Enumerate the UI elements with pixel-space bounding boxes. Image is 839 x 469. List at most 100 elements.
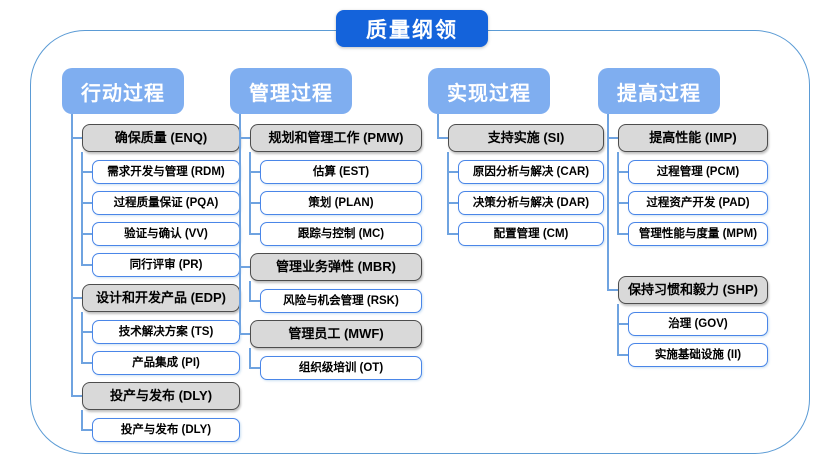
- topic-group: 规划和管理工作 (PMW)估算 (EST)策划 (PLAN)跟踪与控制 (MC): [239, 124, 422, 246]
- sub-topic: 过程管理 (PCM): [628, 160, 768, 184]
- connector-tick: [239, 266, 250, 268]
- branch-level-2: 过程管理 (PCM) 过程资产开发 (PAD) 管理性能与度量 (MPM): [617, 152, 768, 246]
- subtopic-row: 治理 (GOV): [617, 312, 768, 336]
- process-column-4: 提高过程提高性能 (IMP)过程管理 (PCM)过程资产开发 (PAD)管理性能…: [598, 68, 768, 367]
- sub-topic: 配置管理 (CM): [458, 222, 604, 246]
- connector-line: [81, 152, 83, 265]
- topic-row: 设计和开发产品 (EDP): [71, 284, 240, 312]
- sub-topic: 风险与机会管理 (RSK): [260, 289, 422, 313]
- branch-level-2: 治理 (GOV) 实施基础设施 (II): [617, 304, 768, 367]
- branch-level-1: 规划和管理工作 (PMW)估算 (EST)策划 (PLAN)跟踪与控制 (MC)…: [239, 114, 422, 380]
- subtopic-row: 原因分析与解决 (CAR): [447, 160, 604, 184]
- group-topic: 确保质量 (ENQ): [82, 124, 240, 152]
- connector-tick: [617, 202, 628, 204]
- topic-group: 管理员工 (MWF) 组织级培训 (OT): [239, 320, 422, 380]
- sub-topic: 实施基础设施 (II): [628, 343, 768, 367]
- subtopic-row: 投产与发布 (DLY): [81, 418, 240, 442]
- sub-topic: 原因分析与解决 (CAR): [458, 160, 604, 184]
- subtopic-row: 配置管理 (CM): [447, 222, 604, 246]
- connector-tick: [81, 202, 92, 204]
- sub-topic: 管理性能与度量 (MPM): [628, 222, 768, 246]
- group-topic: 规划和管理工作 (PMW): [250, 124, 422, 152]
- topic-row: 支持实施 (SI): [437, 124, 604, 152]
- connector-line: [617, 152, 619, 234]
- branch-level-1: 提高性能 (IMP)过程管理 (PCM)过程资产开发 (PAD)管理性能与度量 …: [607, 114, 768, 367]
- branch-level-2: 投产与发布 (DLY): [81, 410, 240, 442]
- sub-topic: 治理 (GOV): [628, 312, 768, 336]
- branch-level-1: 支持实施 (SI) 原因分析与解决 (CAR) 决策分析与解决 (DAR) 配置管理 …: [437, 114, 604, 246]
- connector-line: [249, 152, 251, 234]
- connector-tick: [437, 137, 448, 139]
- connector-tick: [81, 233, 92, 235]
- group-topic: 投产与发布 (DLY): [82, 382, 240, 410]
- subtopic-row: 过程资产开发 (PAD): [617, 191, 768, 215]
- connector-tick: [81, 362, 92, 364]
- subtopic-row: 同行评审 (PR): [81, 253, 240, 277]
- topic-group: 投产与发布 (DLY) 投产与发布 (DLY): [71, 382, 240, 442]
- branch-level-2: 需求开发与管理 (RDM) 过程质量保证 (PQA) 验证与确认 (VV) 同行评审 …: [81, 152, 240, 277]
- subtopic-row: 技术解决方案 (TS): [81, 320, 240, 344]
- branch-level-2: 估算 (EST)策划 (PLAN)跟踪与控制 (MC): [249, 152, 422, 246]
- topic-row: 保持习惯和毅力 (SHP): [607, 276, 768, 304]
- connector-line: [437, 114, 439, 138]
- connector-tick: [607, 289, 618, 291]
- topic-row: 管理业务弹性 (MBR): [239, 253, 422, 281]
- sub-topic: 验证与确认 (VV): [92, 222, 240, 246]
- connector-line: [239, 114, 241, 334]
- sub-topic: 投产与发布 (DLY): [92, 418, 240, 442]
- connector-tick: [81, 331, 92, 333]
- connector-tick: [239, 333, 250, 335]
- subtopic-row: 实施基础设施 (II): [617, 343, 768, 367]
- topic-group: 管理业务弹性 (MBR) 风险与机会管理 (RSK): [239, 253, 422, 313]
- subtopic-row: 验证与确认 (VV): [81, 222, 240, 246]
- subtopic-row: 决策分析与解决 (DAR): [447, 191, 604, 215]
- connector-tick: [81, 171, 92, 173]
- sub-topic: 过程质量保证 (PQA): [92, 191, 240, 215]
- connector-tick: [447, 233, 458, 235]
- connector-line: [617, 304, 619, 355]
- subtopic-row: 策划 (PLAN): [249, 191, 422, 215]
- connector-tick: [81, 429, 92, 431]
- branch-level-2: 原因分析与解决 (CAR) 决策分析与解决 (DAR) 配置管理 (CM): [447, 152, 604, 246]
- connector-tick: [617, 323, 628, 325]
- connector-tick: [617, 171, 628, 173]
- sub-topic: 需求开发与管理 (RDM): [92, 160, 240, 184]
- topic-group: 确保质量 (ENQ) 需求开发与管理 (RDM) 过程质量保证 (PQA) 验证与确认…: [71, 124, 240, 277]
- connector-tick: [239, 137, 250, 139]
- column-header-4: 提高过程: [598, 68, 720, 114]
- subtopic-row: 需求开发与管理 (RDM): [81, 160, 240, 184]
- subtopic-row: 跟踪与控制 (MC): [249, 222, 422, 246]
- connector-line: [81, 410, 83, 430]
- connector-line: [607, 114, 609, 290]
- subtopic-row: 组织级培训 (OT): [249, 356, 422, 380]
- subtopic-row: 风险与机会管理 (RSK): [249, 289, 422, 313]
- connector-line: [249, 348, 251, 368]
- sub-topic: 过程资产开发 (PAD): [628, 191, 768, 215]
- connector-line: [71, 114, 73, 396]
- sub-topic: 技术解决方案 (TS): [92, 320, 240, 344]
- subtopic-row: 过程质量保证 (PQA): [81, 191, 240, 215]
- topic-group: 设计和开发产品 (EDP)技术解决方案 (TS)产品集成 (PI): [71, 284, 240, 375]
- connector-tick: [249, 171, 260, 173]
- subtopic-row: 管理性能与度量 (MPM): [617, 222, 768, 246]
- sub-topic: 策划 (PLAN): [260, 191, 422, 215]
- connector-tick: [447, 171, 458, 173]
- connector-tick: [447, 202, 458, 204]
- connector-line: [249, 281, 251, 301]
- connector-tick: [249, 367, 260, 369]
- sub-topic: 跟踪与控制 (MC): [260, 222, 422, 246]
- topic-group: 保持习惯和毅力 (SHP) 治理 (GOV) 实施基础设施 (II): [607, 276, 768, 367]
- branch-level-2: 技术解决方案 (TS)产品集成 (PI): [81, 312, 240, 375]
- topic-row: 投产与发布 (DLY): [71, 382, 240, 410]
- branch-level-1: 确保质量 (ENQ) 需求开发与管理 (RDM) 过程质量保证 (PQA) 验证与确认…: [71, 114, 240, 442]
- column-header-3: 实现过程: [428, 68, 550, 114]
- topic-row: 管理员工 (MWF): [239, 320, 422, 348]
- connector-tick: [249, 300, 260, 302]
- subtopic-row: 过程管理 (PCM): [617, 160, 768, 184]
- topic-group: 提高性能 (IMP)过程管理 (PCM)过程资产开发 (PAD)管理性能与度量 …: [607, 124, 768, 246]
- branch-level-2: 风险与机会管理 (RSK): [249, 281, 422, 313]
- column-header-1: 行动过程: [62, 68, 184, 114]
- process-column-3: 实现过程支持实施 (SI) 原因分析与解决 (CAR) 决策分析与解决 (DAR) 配…: [428, 68, 604, 246]
